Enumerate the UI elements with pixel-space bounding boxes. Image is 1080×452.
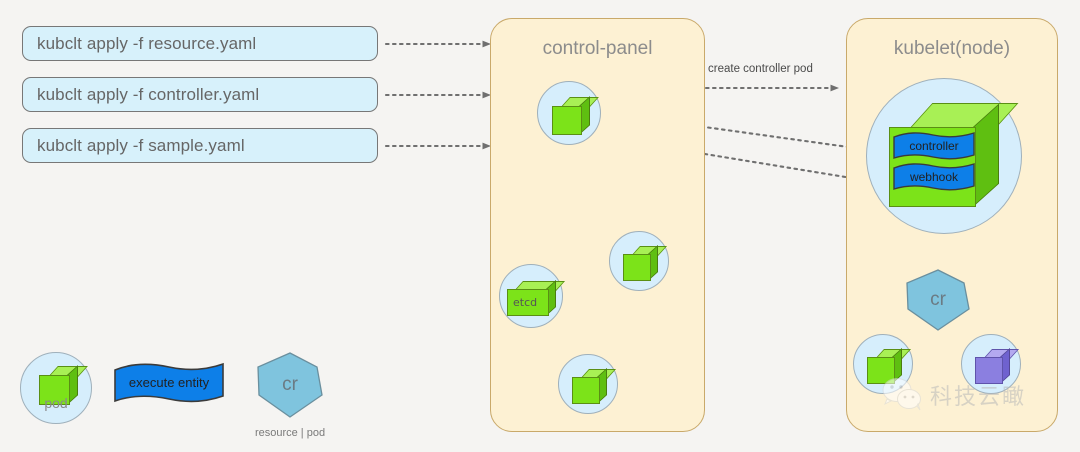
pod-apiserver[interactable] xyxy=(537,81,601,145)
legend-pod-label: pod xyxy=(44,395,68,411)
cr-heptagon-node-label: cr xyxy=(930,289,946,310)
banner-controller-label: controller xyxy=(909,139,959,153)
watermark-text: 科技云瞰 xyxy=(930,385,1027,410)
pod-node-purple[interactable] xyxy=(961,334,1021,394)
edge-label-create-controller-pod: create controller pod xyxy=(708,63,813,75)
node-panel-title: kubelet(node) xyxy=(893,38,1011,59)
banner-webhook-label: webhook xyxy=(909,170,959,184)
command-label: kubclt apply -f sample.yaml xyxy=(37,135,245,155)
banner-controller[interactable]: controller xyxy=(893,131,975,161)
command-box-resource[interactable]: kubclt apply -f resource.yaml xyxy=(22,26,378,61)
legend-cr-label: cr xyxy=(282,374,298,395)
command-label: kubclt apply -f resource.yaml xyxy=(37,33,257,53)
cube-icon xyxy=(552,96,599,135)
etcd-label: etcd xyxy=(513,296,538,309)
command-box-sample[interactable]: kubclt apply -f sample.yaml xyxy=(22,128,378,163)
control-panel-title: control-panel xyxy=(542,38,653,59)
pod-controller-webhook[interactable]: controller webhook xyxy=(866,78,1022,234)
banner-webhook[interactable]: webhook xyxy=(893,162,975,192)
cube-icon: etcd xyxy=(507,279,566,316)
watermark: 科技云瞰 xyxy=(882,378,1026,412)
legend-cr-caption: resource | pod xyxy=(254,427,326,439)
cube-icon xyxy=(39,365,88,405)
cube-icon xyxy=(572,367,617,404)
cube-icon xyxy=(975,347,1020,384)
pod-etcd[interactable]: etcd xyxy=(499,264,566,328)
cr-heptagon-node[interactable]: cr xyxy=(906,269,970,331)
command-box-controller[interactable]: kubclt apply -f controller.yaml xyxy=(22,77,378,112)
wechat-icon xyxy=(882,378,921,411)
cube-icon xyxy=(623,244,668,281)
pod-control-right[interactable] xyxy=(609,231,669,291)
legend-pod: pod xyxy=(20,352,92,424)
legend-execute-entity: execute entity xyxy=(114,362,224,404)
legend-execute-entity-label: execute entity xyxy=(128,375,210,390)
command-label: kubclt apply -f controller.yaml xyxy=(37,84,260,104)
legend-cr-heptagon: cr xyxy=(257,352,323,418)
pod-control-bottom[interactable] xyxy=(558,354,618,414)
pod-node-green[interactable] xyxy=(853,334,913,394)
